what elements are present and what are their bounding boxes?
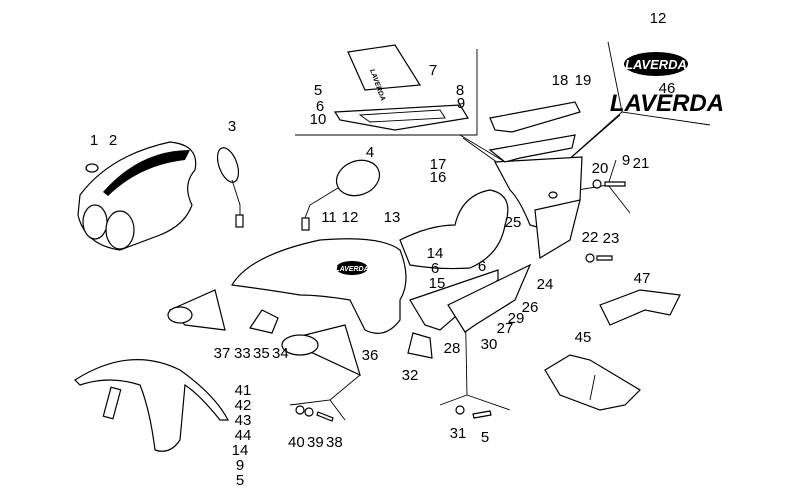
callout-label: 10: [310, 111, 327, 128]
tank-logo-text: LAVERDA: [335, 266, 368, 273]
part-fuel-tank: LAVERDA: [231, 238, 407, 334]
callout-label: 5: [236, 472, 244, 489]
callout-label: 28: [444, 340, 461, 357]
callout-label: 3: [228, 118, 236, 135]
callout-label: 8: [456, 82, 464, 99]
part-tool-kit: [544, 354, 641, 411]
callout-label: 22: [582, 229, 599, 246]
callout-label: 29: [508, 310, 525, 327]
callout-label: 1: [90, 132, 98, 149]
callout-label: 16: [430, 169, 447, 186]
callout-label: 43: [235, 412, 252, 429]
callout-label: 36: [362, 347, 379, 364]
callout-label: 7: [429, 62, 437, 79]
callout-label: 33: [234, 345, 251, 362]
callout-label: 42: [235, 397, 252, 414]
callout-label: 39: [307, 434, 324, 451]
callout-label: 6: [316, 98, 324, 115]
part-side-panel-right: [447, 263, 532, 333]
callout-label: 21: [633, 155, 650, 172]
callout-label: 44: [235, 427, 252, 444]
callout-label: 23: [603, 230, 620, 247]
part-bracket: [249, 309, 279, 334]
callout-label: 15: [429, 275, 446, 292]
callout-label: 47: [634, 270, 651, 287]
callout-label: 11: [321, 209, 337, 226]
laverda-oval-logo: LAVERDA: [624, 52, 688, 76]
part-rear-grab: [599, 289, 681, 326]
callout-label: 30: [481, 336, 498, 353]
callout-label: 24: [537, 276, 554, 293]
callout-label: 17: [430, 156, 447, 173]
part-mirror-right: [301, 159, 381, 231]
callout-label: 14: [232, 442, 249, 459]
callout-label: 18: [552, 72, 569, 89]
callout-label: 38: [326, 434, 343, 451]
callout-label: 20: [592, 160, 609, 177]
part-seat: [399, 189, 509, 270]
callout-label: 9: [622, 152, 630, 169]
part-rear-panel: [534, 199, 581, 259]
callout-label: 34: [272, 345, 289, 362]
callout-label: 12: [650, 10, 667, 27]
callout-label: 41: [235, 382, 252, 399]
callout-label: 19: [575, 72, 592, 89]
callout-label: 35: [253, 345, 270, 362]
callout-label: 45: [575, 329, 592, 346]
callout-label: 37: [214, 345, 231, 362]
callout-label: 2: [109, 132, 117, 149]
part-owner-manual: LAVERDA: [347, 44, 422, 102]
callout-label: 9: [236, 457, 244, 474]
callout-label: 46: [659, 80, 676, 97]
callout-label: 25: [505, 214, 522, 231]
callout-label: 13: [384, 209, 401, 226]
svg-text:LAVERDA: LAVERDA: [625, 57, 687, 72]
callout-label: 32: [402, 367, 419, 384]
part-headlight-fairing: [77, 141, 197, 251]
laverda-logo: LAVERDA: [610, 90, 724, 117]
callout-label: 6: [478, 258, 486, 275]
callout-label: 4: [366, 144, 374, 161]
part-seat-cowl-pad: [489, 101, 581, 133]
callout-label: 31: [450, 425, 467, 442]
hardware: [295, 179, 626, 422]
callout-label: 6: [431, 260, 439, 277]
divider-lines: [289, 41, 711, 421]
callout-label: 12: [342, 209, 359, 226]
part-tray: [333, 104, 469, 131]
callout-label: 27: [497, 320, 514, 337]
callout-label: 9: [457, 95, 465, 112]
part-seat-cowl-base: [488, 134, 576, 163]
callout-label: 40: [288, 434, 305, 451]
part-mirror-left: [216, 147, 244, 228]
part-front-mudguard: [74, 359, 229, 452]
callout-label: 5: [314, 82, 322, 99]
callout-label: 26: [522, 299, 539, 316]
part-small-cover: [407, 332, 433, 359]
callout-label: 14: [427, 245, 444, 262]
callout-label: 5: [481, 429, 489, 446]
